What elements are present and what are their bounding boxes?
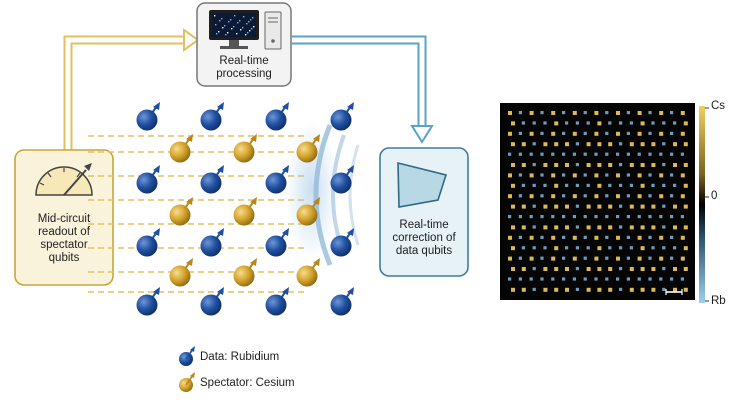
data-atom bbox=[330, 165, 354, 194]
data-atom bbox=[136, 287, 160, 316]
data-atom bbox=[265, 165, 289, 194]
spectator-atom bbox=[296, 258, 320, 287]
data-atom bbox=[200, 102, 224, 131]
data-atom bbox=[136, 102, 160, 131]
spectator-atom bbox=[296, 197, 320, 226]
atom-array bbox=[136, 102, 354, 316]
readout-dashed-lines bbox=[88, 135, 305, 293]
data-atom bbox=[265, 287, 289, 316]
spectator-atom bbox=[169, 258, 193, 287]
data-atom bbox=[136, 165, 160, 194]
colorbar bbox=[699, 106, 709, 303]
spectator-atom bbox=[233, 197, 257, 226]
colorbar-top-label: Cs bbox=[711, 100, 726, 112]
readout-box bbox=[14, 149, 114, 286]
gauge-icon bbox=[35, 163, 93, 196]
laser-glow bbox=[286, 120, 338, 260]
computer-icon bbox=[209, 10, 282, 50]
data-atom bbox=[200, 165, 224, 194]
legend-spectator-atom bbox=[179, 372, 195, 392]
readout-label: Mid-circuit readout of spectator qubits bbox=[37, 213, 91, 264]
data-atom bbox=[330, 102, 354, 131]
data-atom bbox=[330, 228, 354, 257]
fluorescence-image bbox=[500, 103, 695, 300]
legend-data-label: Data: Rubidium bbox=[200, 351, 280, 363]
data-atom bbox=[330, 287, 354, 316]
colorbar-mid-label: 0 bbox=[711, 190, 718, 202]
spectator-atom bbox=[169, 197, 193, 226]
legend bbox=[179, 346, 195, 392]
processing-box bbox=[196, 2, 292, 87]
spectator-atom bbox=[169, 134, 193, 163]
colorbar-bottom-label: Rb bbox=[711, 295, 726, 307]
data-atom bbox=[136, 228, 160, 257]
legend-data-atom bbox=[179, 346, 195, 366]
processing-label: Real-time processing bbox=[216, 55, 272, 80]
readout-to-processing-arrow bbox=[63, 28, 200, 150]
data-atom bbox=[200, 287, 224, 316]
data-atom bbox=[200, 228, 224, 257]
correction-box bbox=[379, 147, 469, 277]
correction-label: Real-time correction of data qubits bbox=[392, 219, 456, 257]
legend-spectator-label: Spectator: Cesium bbox=[200, 377, 295, 389]
spectator-atom bbox=[233, 258, 257, 287]
processing-to-correction-arrow bbox=[292, 35, 434, 144]
spectator-atom bbox=[233, 134, 257, 163]
data-atom bbox=[265, 228, 289, 257]
data-atom bbox=[265, 102, 289, 131]
correction-shape-icon bbox=[397, 161, 448, 208]
spectator-atom bbox=[296, 134, 320, 163]
